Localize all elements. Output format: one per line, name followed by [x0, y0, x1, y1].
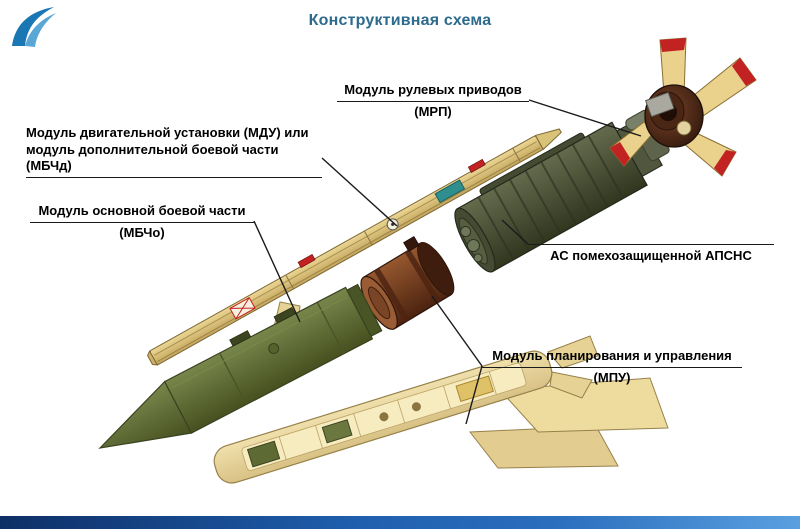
- label-mdu: Модуль двигательной установки (МДУ) или …: [26, 125, 322, 178]
- label-apsns: АС помехозащищенной АПСНС: [528, 244, 774, 265]
- tail-gray-box: [645, 91, 675, 118]
- maker-logo: [12, 7, 56, 47]
- glider-body-cutaway: [213, 350, 553, 484]
- label-mpu: Модуль планирования и управления (МПУ): [482, 348, 742, 386]
- leader-apsns: [501, 219, 529, 245]
- label-mpu-line1: Модуль планирования и управления: [482, 348, 742, 368]
- glider-airframe: [213, 301, 669, 484]
- label-mbcho: Модуль основной боевой части (МБЧо): [30, 203, 254, 241]
- warhead-lug-front: [229, 330, 252, 347]
- beam-red-clamp-front: [297, 253, 316, 269]
- steering-module-tail: [609, 37, 757, 177]
- fin-red-tips: [610, 38, 756, 176]
- leader-mbcho: [253, 220, 301, 323]
- label-mbcho-line2: (МБЧо): [119, 224, 165, 240]
- label-mrp-line2: (МРП): [414, 103, 452, 119]
- main-warhead-module: [98, 283, 383, 449]
- label-mrp: Модуль рулевых приводов (МРП): [337, 82, 529, 120]
- footer-bar: [0, 516, 800, 529]
- leader-mrp: [528, 99, 642, 137]
- drum-knob: [403, 235, 420, 252]
- glider-tail-surface-lower: [549, 371, 593, 399]
- leader-mpu-glider: [465, 365, 483, 425]
- glider-upper-wing: [498, 377, 669, 433]
- label-mdu-line1: Модуль двигательной установки (МДУ) или: [26, 125, 309, 140]
- label-mdu-line2: модуль дополнительной боевой части (МБЧд…: [26, 141, 279, 174]
- page-title: Конструктивная схема: [308, 12, 492, 29]
- label-mbcho-line1: Модуль основной боевой части: [30, 203, 254, 223]
- engine-module-beam: [147, 128, 562, 366]
- planning-module-drum: [360, 235, 455, 330]
- leader-mdu: [321, 157, 398, 227]
- warhead-lug-rear: [273, 307, 296, 324]
- label-mrp-line1: Модуль рулевых приводов: [337, 82, 529, 102]
- leader-mpu-drum: [431, 295, 483, 367]
- beam-teal-hatch: [434, 179, 466, 204]
- label-apsns-text: АС помехозащищенной АПСНС: [528, 244, 774, 265]
- beam-red-clamp-rear: [467, 158, 486, 173]
- label-mpu-line2: (МПУ): [593, 369, 631, 385]
- leader-lines: [253, 99, 642, 425]
- beam-red-lattice: [229, 297, 256, 320]
- warhead-hatch: [268, 343, 280, 355]
- glider-tail-surface-upper: [547, 335, 599, 369]
